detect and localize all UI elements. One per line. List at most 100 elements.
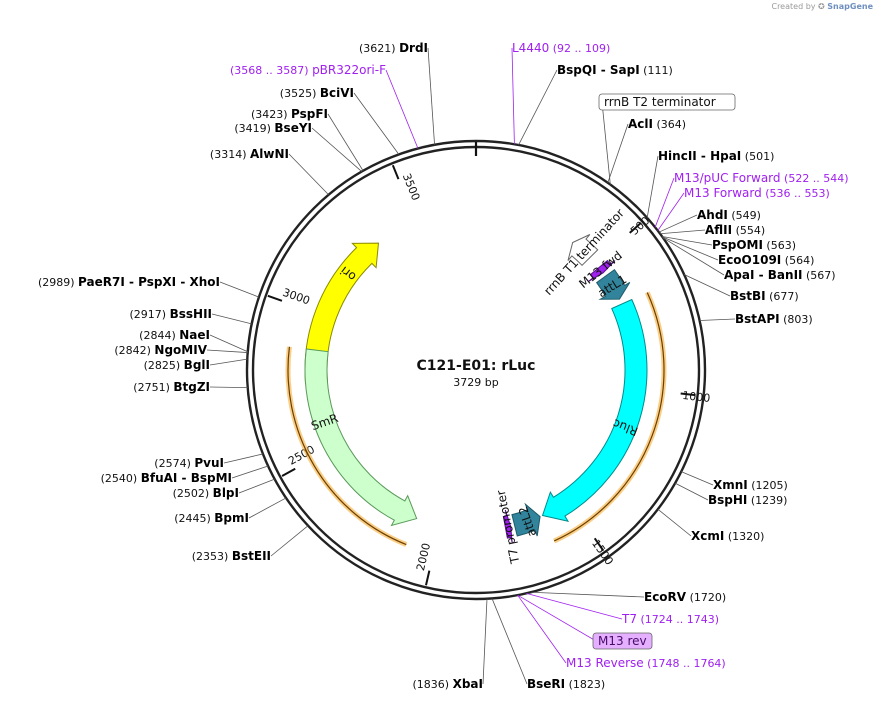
feature-smr (304, 348, 418, 527)
label-connector (662, 236, 719, 261)
label-connector (511, 47, 515, 145)
primer-label: (3568 .. 3587) pBR322ori-F (230, 63, 386, 77)
primer-label: M13/pUC Forward (522 .. 544) (674, 171, 849, 185)
tick-mark (593, 537, 605, 552)
label-connector (482, 598, 488, 685)
credit-brand: SnapGene (827, 2, 873, 11)
tick-label: 2000 (414, 542, 433, 572)
label-connector (206, 349, 248, 353)
label-connector (662, 237, 725, 276)
label-connector (211, 313, 252, 325)
enzyme-label: BspQI - SapI (111) (557, 63, 673, 77)
snapgene-credit: Created by ✪ SnapGene (771, 2, 873, 11)
label-connector (658, 214, 698, 233)
label-connector (288, 153, 329, 196)
label-connector (248, 497, 287, 519)
label-connector (518, 69, 558, 146)
label-connector (657, 192, 685, 231)
label-connector (327, 113, 364, 171)
enzyme-label: (2825) BglI (144, 358, 210, 372)
enzyme-label: (2844) NaeI (139, 328, 210, 342)
label-connector (223, 453, 264, 464)
feature-attl2 (511, 502, 541, 537)
tick-mark (629, 222, 642, 234)
enzyme-label: PspOMI (563) (712, 238, 796, 252)
label-connector (657, 508, 692, 537)
feature-rluc (541, 298, 648, 522)
enzyme-label: (2574) PvuI (154, 456, 224, 470)
label-connector (646, 155, 659, 218)
tick-mark (391, 164, 400, 180)
primer-label: M13 Reverse (1748 .. 1764) (566, 656, 726, 670)
label-connector (699, 318, 736, 321)
label-connector (674, 482, 709, 501)
credit-prefix: Created by (771, 2, 816, 11)
label-connector (654, 177, 675, 228)
orf-line (553, 292, 665, 542)
enzyme-label: (2445) BpmI (174, 511, 249, 525)
label-connector (517, 594, 597, 642)
tick-mark (680, 392, 696, 397)
feature-rrnb-t1-terminator (567, 234, 599, 267)
label-connector (681, 471, 714, 486)
plasmid-length: 3729 bp (453, 376, 498, 389)
enzyme-label: (2353) BstEII (192, 549, 271, 563)
enzyme-label: BstBI (677) (730, 289, 799, 303)
enzyme-label: (3419) BseYI (234, 121, 312, 135)
enzyme-label: BspHI (1239) (708, 493, 787, 507)
enzyme-label: ApaI - BanII (567) (724, 268, 836, 282)
label-connector (219, 281, 260, 298)
label-connector (238, 478, 275, 494)
plasmid-name: C121-E01: rLuc (417, 358, 536, 374)
feature-t7-promoter (502, 509, 513, 544)
tick-mark (425, 570, 431, 586)
primer-label: M13 Forward (536 .. 553) (684, 186, 830, 200)
label-box (598, 93, 736, 111)
label-connector (209, 334, 248, 353)
enzyme-label: XmnI (1205) (713, 478, 788, 492)
enzyme-label: (2502) BlpI (173, 486, 239, 500)
enzyme-label: (2917) BssHII (130, 307, 212, 321)
enzyme-label: (2842) NgoMIV (114, 343, 207, 357)
tick-label: 3000 (281, 286, 312, 308)
label-connector (662, 236, 713, 246)
enzyme-label: (2751) BtgZI (133, 380, 210, 394)
enzyme-label: EcoO109I (564) (718, 253, 814, 267)
enzyme-label: (2989) PaeR7I - PspXI - XhoI (38, 275, 220, 289)
tick-label: 3500 (400, 172, 423, 203)
feature-ori (304, 242, 380, 384)
label-connector (209, 358, 248, 366)
label-connector (385, 69, 419, 149)
enzyme-label: (3423) PspFI (251, 107, 328, 121)
label-connector (517, 594, 567, 664)
label-connector (311, 127, 363, 172)
enzyme-label: HincII - HpaI (501) (658, 149, 774, 163)
site-labels: (3621) DrdI(3568 .. 3587) pBR322ori-F(35… (38, 41, 849, 691)
enzyme-label: (2540) BfuAI - BspMI (101, 471, 232, 485)
label-connector (683, 274, 731, 297)
enzyme-label: BstAPI (803) (735, 312, 813, 326)
orf-line (287, 346, 407, 546)
label-name: M13 rev (598, 634, 647, 648)
label-connector (601, 101, 611, 185)
tick-label: 1000 (682, 389, 711, 405)
tick-label: 1500 (589, 537, 616, 567)
enzyme-label: XcmI (1320) (691, 529, 764, 543)
label-name: rrnB T2 terminator (604, 95, 716, 109)
enzyme-label: AclI (364) (628, 117, 686, 131)
tick-mark (267, 294, 283, 302)
label-connector (427, 47, 435, 145)
label-connector (353, 92, 400, 155)
backbone-ring (245, 139, 707, 601)
enzyme-label: EcoRV (1720) (644, 590, 726, 604)
enzyme-label: BseRI (1823) (527, 677, 605, 691)
enzyme-label: (3621) DrdI (359, 41, 428, 55)
enzyme-label: (1836) XbaI (413, 677, 483, 691)
primer-label: L4440 (92 .. 109) (512, 41, 610, 55)
enzyme-label: (3314) AlwNI (210, 147, 289, 161)
feature-attl1 (595, 268, 631, 300)
feature-m13-fwd (588, 259, 616, 282)
label-connector (209, 386, 248, 389)
